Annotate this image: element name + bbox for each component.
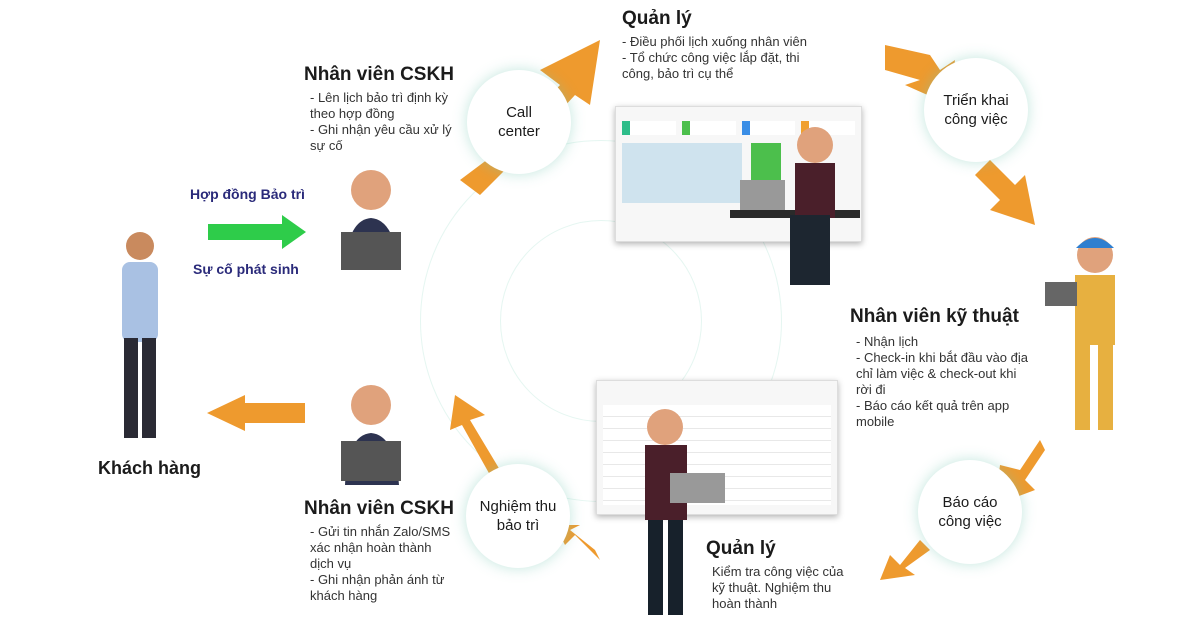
arrow-to-cskh [208, 215, 306, 249]
step-label: Call center [498, 104, 540, 140]
role-title: Nhân viên CSKH [304, 498, 454, 519]
role-title: Nhân viên CSKH [304, 64, 454, 85]
role-manager-bottom: Quản lý Kiểm tra công việc của kỹ thuật.… [706, 538, 846, 612]
manager-top-figure-icon [730, 127, 860, 285]
step-label: Triển khai công việc [943, 92, 1009, 128]
role-cskh-bottom: Nhân viên CSKH - Gửi tin nhắn Zalo/SMS x… [304, 498, 454, 604]
technician-figure-icon [1045, 237, 1115, 430]
role-line: - Ghi nhận yêu cầu xử lý sự cố [310, 122, 452, 153]
customer-label: Khách hàng [98, 458, 202, 478]
role-manager-top: Quản lý - Điều phối lịch xuống nhân viên… [622, 8, 822, 82]
dashboard-screenshot-table [596, 380, 838, 515]
role-title: Nhân viên kỹ thuật [850, 306, 1019, 327]
manager-bottom-figure-icon [645, 409, 725, 615]
role-line: Kiểm tra công việc của kỹ thuật. Nghiệm … [712, 564, 844, 611]
incident-label: Sự cố phát sinh [193, 261, 299, 277]
step-call-center: Call center [467, 70, 571, 174]
role-line: - Báo cáo kết quả trên app mobile [856, 398, 1010, 429]
role-line: - Gửi tin nhắn Zalo/SMS xác nhận hoàn th… [310, 524, 451, 571]
step-report: Báo cáo công việc [918, 460, 1022, 564]
role-technician: Nhân viên kỹ thuật - Nhận lịch- Check-in… [850, 306, 1030, 430]
role-line: - Check-in khi bắt đầu vào địa chỉ làm v… [856, 350, 1028, 397]
cskh-bottom-figure-icon [341, 385, 401, 485]
arrow-to-customer [207, 395, 305, 431]
role-line: - Điều phối lịch xuống nhân viên [622, 34, 808, 49]
step-acceptance: Nghiệm thu bảo trì [466, 464, 570, 568]
contract-label: Hợp đồng Bảo trì [190, 186, 305, 202]
role-line: - Tổ chức công việc lắp đặt, thi công, b… [622, 50, 800, 81]
role-line: - Ghi nhận phản ánh từ khách hàng [310, 572, 445, 603]
arrow-deploy-to-tech [975, 160, 1035, 225]
arrow-report-to-manager [880, 540, 930, 580]
role-cskh-top: Nhân viên CSKH - Lên lịch bảo trì định k… [304, 64, 454, 154]
arrow-acceptance-to-cskh [450, 395, 500, 475]
role-title: Quản lý [706, 538, 776, 559]
role-title: Quản lý [622, 8, 692, 29]
step-label: Báo cáo công việc [938, 494, 1002, 530]
step-label: Nghiệm thu bảo trì [479, 498, 557, 534]
map-thumbnail [622, 143, 742, 203]
step-deploy: Triển khai công việc [924, 58, 1028, 162]
customer-figure-icon [122, 232, 158, 438]
role-line: - Lên lịch bảo trì định kỳ theo hợp đồng [310, 90, 449, 121]
cskh-top-figure-icon [341, 170, 401, 270]
role-line: - Nhận lịch [856, 334, 919, 349]
